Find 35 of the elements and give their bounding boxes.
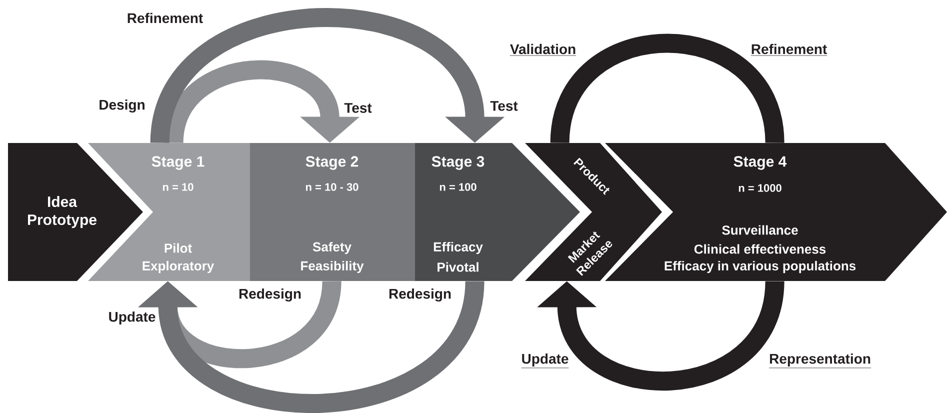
arc-label: Representation — [768, 353, 872, 368]
arc-label: Update — [109, 311, 156, 325]
arc-label: Redesign — [239, 288, 301, 302]
sample-size: n = 1000 — [738, 184, 782, 192]
sample-size: n = 10 — [162, 183, 194, 191]
stage-block — [250, 143, 415, 281]
sample-size: n = 10 - 30 — [306, 183, 358, 191]
arc-label: Validation — [510, 44, 576, 56]
stage-title: Stage 2 — [306, 156, 358, 170]
stage-description: Clinical effectiveness — [694, 244, 826, 254]
stage-title: Stage 4 — [734, 156, 787, 170]
stage-description: Feasibility — [301, 260, 364, 274]
stage-title: Stage 1 — [152, 156, 204, 170]
stage-description: Efficacy in various populations — [664, 260, 856, 274]
stage-description: Pilot — [164, 243, 192, 253]
arc-label: Test — [490, 101, 518, 111]
stage-description: Exploratory — [142, 260, 214, 274]
arc-label: Test — [344, 103, 372, 113]
curved-arrow — [537, 280, 784, 390]
stage-title: Stage 3 — [432, 156, 484, 170]
arc-label: Design — [100, 99, 144, 113]
arc-label: Refinement — [128, 12, 203, 24]
curved-arrow — [150, 8, 505, 144]
stage-description: Safety — [312, 242, 352, 254]
chevron-block — [8, 143, 143, 281]
arc-label: Redesign — [389, 288, 451, 302]
sample-size: n = 100 — [440, 183, 476, 191]
arc-label: Refinement — [750, 44, 828, 56]
stage-description: Efficacy — [434, 242, 483, 254]
curved-arrow — [138, 280, 484, 413]
stage-description: Surveillance — [722, 225, 798, 235]
box-label: Idea Prototype — [28, 196, 96, 228]
chevron-block — [525, 143, 662, 281]
stage-description: Pivotal — [438, 262, 478, 272]
arc-label: Update — [521, 353, 569, 368]
